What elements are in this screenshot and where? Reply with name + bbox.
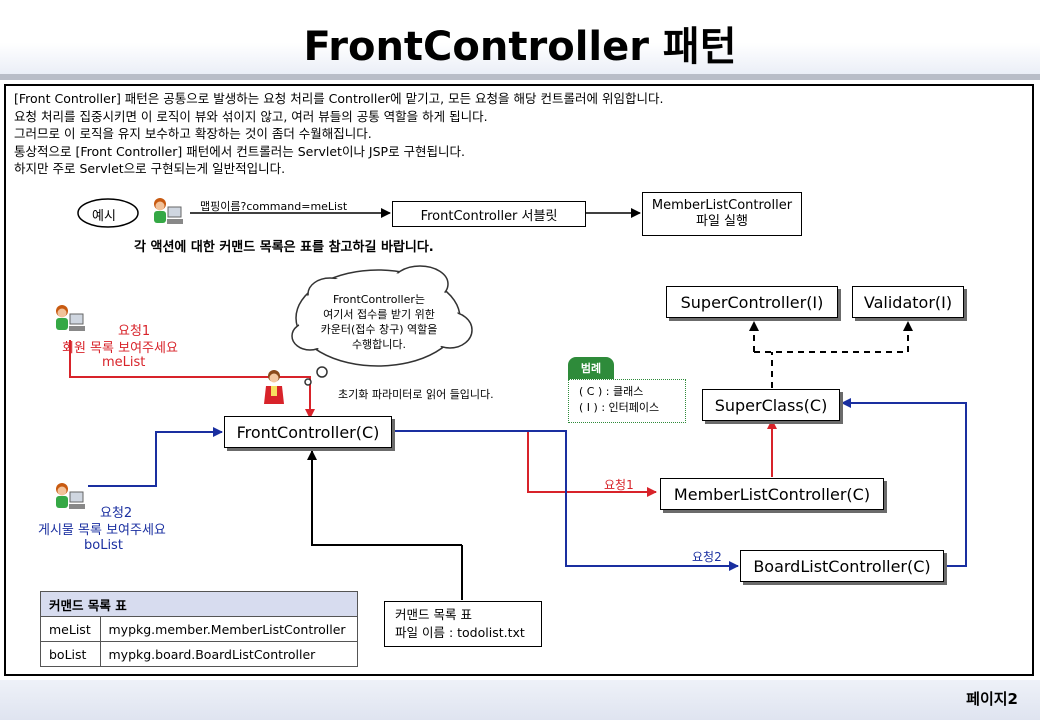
request2-user-icon xyxy=(52,480,86,514)
request1-number: 요청1 xyxy=(118,324,151,339)
super-controller-node: SuperController(I) xyxy=(666,286,838,318)
mapping-label: 맵핑이름?command=meList xyxy=(200,200,348,213)
thought-cloud-fill xyxy=(298,272,458,364)
table-cell-class: mypkg.board.BoardListController xyxy=(99,641,358,667)
cloud-bubble xyxy=(304,378,312,386)
table-cell-cmd: boList xyxy=(40,641,101,667)
table-row: boList mypkg.board.BoardListController xyxy=(40,641,358,667)
arrow-front-to-board xyxy=(392,430,739,571)
intro-line: 요청 처리를 집중시키면 이 로직이 뷰와 섞이지 않고, 여러 뷰들의 공통 … xyxy=(14,108,488,124)
request1-user-icon xyxy=(52,302,86,336)
legend-tab: 범례 xyxy=(568,357,614,379)
request1-cmd: meList xyxy=(102,355,146,370)
intro-line: 그러므로 이 로직을 유지 보수하고 확장하는 것이 좀더 수월해집니다. xyxy=(14,126,372,141)
intro-text: [Front Controller] 패턴은 공통으로 발생하는 요청 처리를 … xyxy=(14,90,663,178)
user-icon xyxy=(150,195,184,229)
target-line: 파일 실행 xyxy=(696,214,748,229)
target-line: MemberListController xyxy=(651,198,793,213)
super-class-node: SuperClass(C) xyxy=(702,389,840,421)
cloud-line: 여기서 접수를 받기 위한 xyxy=(323,308,435,321)
board-list-controller-node: BoardListController(C) xyxy=(740,550,944,582)
edge-label-request2: 요청2 xyxy=(692,550,722,564)
servlet-box: FrontController 서블릿 xyxy=(392,201,586,227)
request1-desc: 회원 목록 보여주세요 xyxy=(62,341,178,356)
command-table-title: 커맨드 목록 표 xyxy=(40,591,358,617)
example-label: 예시 xyxy=(92,209,116,224)
table-cell-class: mypkg.member.MemberListController xyxy=(99,616,358,642)
init-param-note: 초기화 파라미터로 읽어 들입니다. xyxy=(338,388,494,401)
page-number: 페이지2 xyxy=(966,690,1018,708)
request2-desc: 게시물 목록 보여주세요 xyxy=(38,523,166,538)
legend-class-line: ( C ) : 클래스 xyxy=(579,385,644,398)
arrow-request2-to-front xyxy=(88,427,223,487)
arrow-board-to-superclass xyxy=(841,398,967,567)
validator-node: Validator(I) xyxy=(852,286,964,318)
table-cell-cmd: meList xyxy=(40,616,101,642)
file-note-filename: 파일 이름 : todolist.txt xyxy=(395,625,525,640)
arrow-request1-to-front xyxy=(69,340,315,419)
target-box: MemberListController 파일 실행 xyxy=(642,192,802,236)
intro-line: 통상적으로 [Front Controller] 패턴에서 컨트롤러는 Serv… xyxy=(14,143,466,159)
cloud-line: FrontController는 xyxy=(332,293,426,306)
page-title: FrontController 패턴 xyxy=(303,24,737,70)
clerk-icon xyxy=(260,368,288,408)
request2-cmd: boList xyxy=(84,538,123,553)
cloud-line: 카운터(접수 창구) 역할을 xyxy=(320,323,438,336)
title-bar xyxy=(0,0,1040,78)
request2-number: 요청2 xyxy=(100,506,133,521)
intro-line: [Front Controller] 패턴은 공통으로 발생하는 요청 처리를 … xyxy=(14,91,664,106)
example-note: 각 액션에 대한 커맨드 목록은 표를 참고하길 바랍니다. xyxy=(134,240,434,255)
file-note-box: 커맨드 목록 표 파일 이름 : todolist.txt xyxy=(384,601,542,647)
legend-box: ( C ) : 클래스 ( I ) : 인터페이스 xyxy=(568,379,686,423)
command-table: 커맨드 목록 표 meList mypkg.member.MemberListC… xyxy=(40,591,358,667)
cloud-line: 수행합니다. xyxy=(351,338,407,351)
legend-interface-line: ( I ) : 인터페이스 xyxy=(579,401,660,414)
cloud-bubble xyxy=(316,366,328,378)
edge-label-request1: 요청1 xyxy=(604,478,634,492)
title-divider xyxy=(0,74,1040,80)
command-table-header: 커맨드 목록 표 xyxy=(40,591,358,617)
front-controller-node: FrontController(C) xyxy=(224,416,392,448)
file-note-title: 커맨드 목록 표 xyxy=(395,607,472,622)
cloud-text: FrontController는 여기서 접수를 받기 위한 카운터(접수 창구… xyxy=(318,292,440,352)
table-row: meList mypkg.member.MemberListController xyxy=(40,616,358,642)
member-list-controller-node: MemberListController(C) xyxy=(660,478,884,510)
example-oval xyxy=(77,198,139,228)
intro-line: 하지만 주로 Servlet으로 구현되는게 일반적입니다. xyxy=(14,161,286,176)
arrow-file-to-front-2 xyxy=(307,450,462,546)
footer-band xyxy=(0,680,1040,720)
